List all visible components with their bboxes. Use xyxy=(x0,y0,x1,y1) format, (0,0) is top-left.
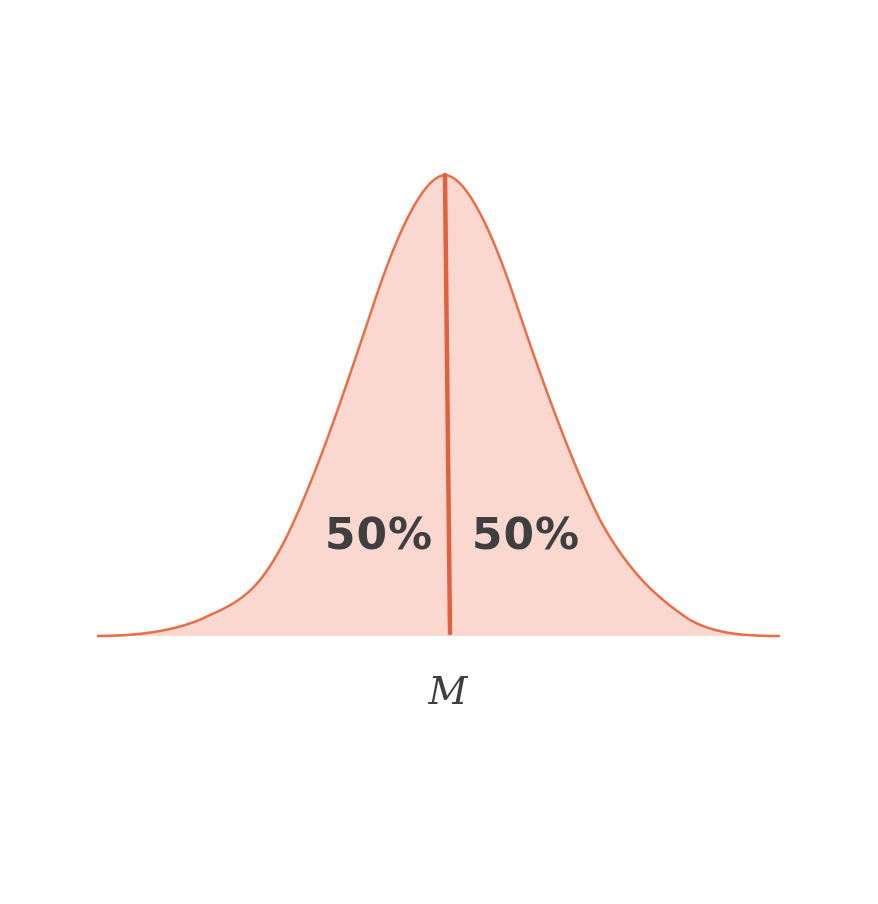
distribution-area xyxy=(97,175,780,636)
right-area-percent-label: 50% xyxy=(472,509,580,560)
median-line xyxy=(442,172,453,636)
left-area-percent-label: 50% xyxy=(325,509,433,560)
median-label: M xyxy=(428,669,469,713)
